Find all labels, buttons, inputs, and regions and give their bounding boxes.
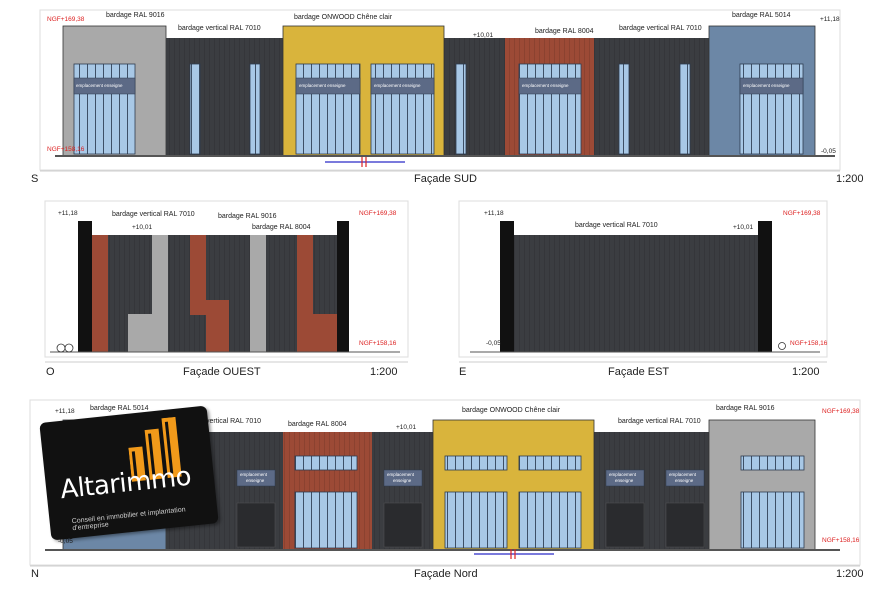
sud-scale: 1:200 [836, 173, 864, 185]
est-level-m005: -0,05 [486, 340, 501, 347]
sud-label-ral7010-a: bardage vertical RAL 7010 [178, 25, 261, 32]
nord-enseigne-4b: enseigne [675, 478, 694, 483]
nord-label-ral5014: bardage RAL 5014 [90, 405, 149, 412]
nord-enseigne-1a: emplacement [240, 472, 268, 477]
ouest-scale: 1:200 [370, 366, 398, 378]
sud-enseigne-5: emplacement enseigne [743, 83, 790, 88]
ouest-level-1118: +11,18 [58, 210, 78, 217]
ouest-level-ngf-top: NGF+169,38 [359, 210, 397, 217]
sud-enseigne-4: emplacement enseigne [522, 83, 569, 88]
sud-level-1001: +10,01 [473, 32, 494, 39]
sud-level-1118: +11,18 [820, 16, 840, 23]
nord-title: Façade Nord [414, 568, 478, 580]
ouest-label-ral7010: bardage vertical RAL 7010 [112, 211, 195, 218]
sud-label-onwood: bardage ONWOOD Chêne clair [294, 14, 393, 21]
est-title: Façade EST [608, 366, 670, 378]
nord-level-1001: +10,01 [396, 424, 417, 431]
sud-title: Façade SUD [414, 173, 477, 185]
logo-bars-icon [128, 416, 182, 482]
est-level-ngf-top: NGF+169,38 [783, 210, 821, 217]
ouest-level-ngf-bottom: NGF+158,16 [359, 340, 397, 347]
facade-ouest [44, 200, 409, 363]
est-orientation: E [459, 366, 467, 378]
nord-label-ral7010-b: bardage vertical RAL 7010 [618, 418, 701, 425]
nord-enseigne-1b: enseigne [246, 478, 265, 483]
sud-level-ngf-top: NGF+169,38 [47, 16, 85, 23]
nord-enseigne-4a: emplacement [669, 472, 697, 477]
nord-label-ral8004: bardage RAL 8004 [288, 421, 347, 428]
nord-enseigne-2a: emplacement [387, 472, 415, 477]
sud-label-ral7010-b: bardage vertical RAL 7010 [619, 25, 702, 32]
nord-enseigne-2b: enseigne [393, 478, 412, 483]
nord-level-ngf-top: NGF+169,38 [822, 408, 860, 415]
facade-est [458, 200, 828, 363]
logo-brand: Altarimmo [58, 461, 193, 506]
est-level-ngf-bottom: NGF+158,16 [790, 340, 828, 347]
altarimmo-logo: Altarimmo Conseil en immobilier et impla… [39, 405, 219, 541]
ouest-title: Façade OUEST [183, 366, 261, 378]
nord-level-m005: -0,05 [58, 538, 73, 545]
sud-label-ral5014: bardage RAL 5014 [732, 12, 791, 19]
nord-label-onwood: bardage ONWOOD Chêne clair [462, 407, 561, 414]
nord-level-1118: +11,18 [55, 408, 75, 415]
ouest-level-1001: +10,01 [132, 224, 153, 231]
nord-label-ral7010-a: vertical RAL 7010 [206, 418, 261, 425]
nord-enseigne-3b: enseigne [615, 478, 634, 483]
nord-enseigne-3a: emplacement [609, 472, 637, 477]
est-level-1001: +10,01 [733, 224, 754, 231]
nord-label-ral9016: bardage RAL 9016 [716, 405, 775, 412]
sud-enseigne-1: emplacement enseigne [76, 83, 123, 88]
sud-label-ral8004: bardage RAL 8004 [535, 28, 594, 35]
est-scale: 1:200 [792, 366, 820, 378]
est-label-ral7010: bardage vertical RAL 7010 [575, 222, 658, 229]
sud-enseigne-2: emplacement enseigne [299, 83, 346, 88]
sud-level-ngf-bottom: NGF+158,16 [47, 146, 85, 153]
facade-sud [39, 9, 841, 172]
sud-level-m005: -0,05 [821, 148, 836, 155]
sud-orientation: S [31, 173, 39, 185]
nord-orientation: N [31, 568, 39, 580]
nord-level-ngf-bottom: NGF+158,16 [822, 537, 860, 544]
ouest-label-ral9016: bardage RAL 9016 [218, 213, 277, 220]
est-level-1118: +11,18 [484, 210, 504, 217]
ouest-label-ral8004: bardage RAL 8004 [252, 224, 311, 231]
nord-scale: 1:200 [836, 568, 864, 580]
sud-enseigne-3: emplacement enseigne [374, 83, 421, 88]
ouest-orientation: O [46, 366, 55, 378]
sud-label-ral9016: bardage RAL 9016 [106, 12, 165, 19]
